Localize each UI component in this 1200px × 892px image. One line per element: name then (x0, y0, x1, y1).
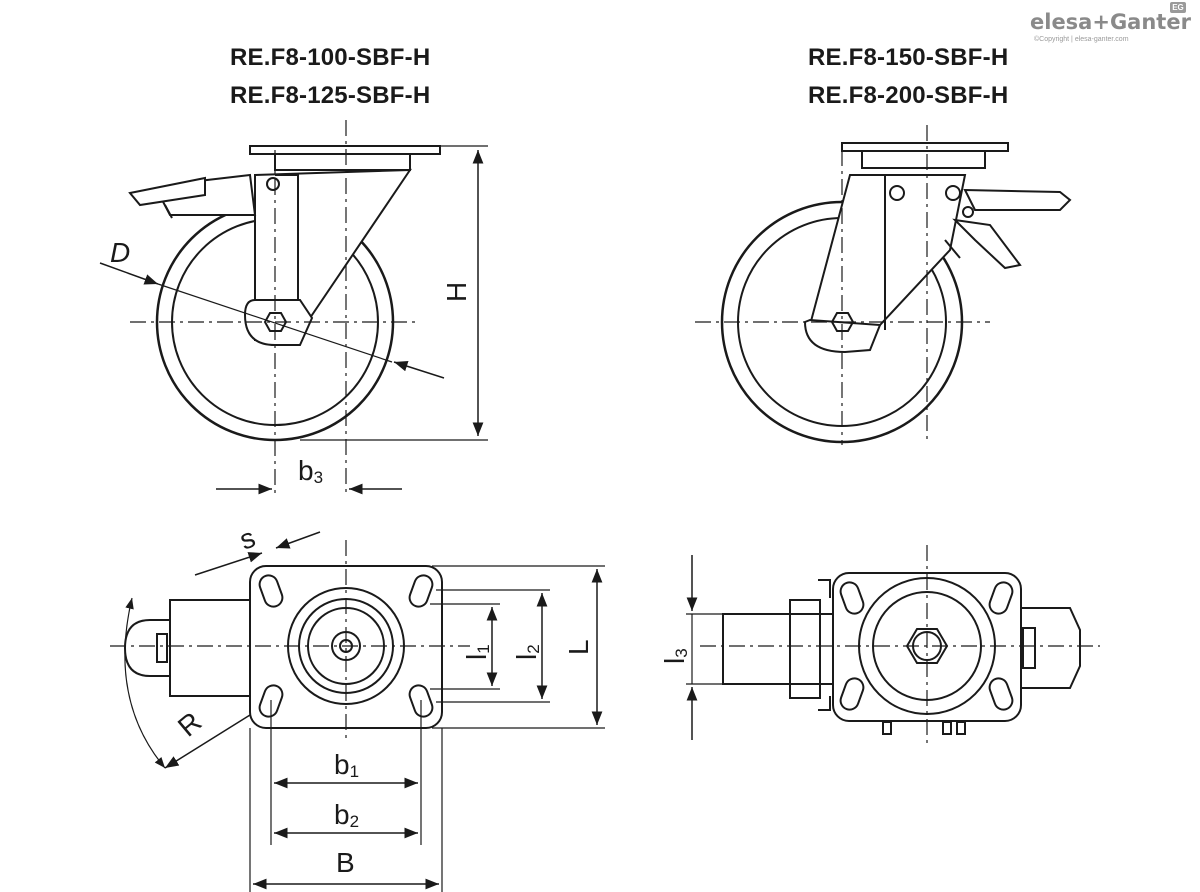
dim-label-s: s (235, 522, 259, 556)
dim-label-b3: b3 (298, 455, 323, 487)
brand-copyright: ©Copyright | elesa-ganter.com (1034, 36, 1129, 43)
dim-label-b1: b1 (334, 749, 359, 781)
dim-label-l3: l3 (659, 648, 691, 664)
dim-label-L: L (563, 639, 594, 655)
dim-label-B: B (336, 847, 355, 878)
side-view-left (99, 120, 488, 495)
title-right-line1: RE.F8-150-SBF-H (808, 44, 1009, 71)
side-view-right (695, 125, 1072, 445)
dim-label-l1: l1 (461, 644, 493, 660)
dim-label-D: D (110, 237, 130, 268)
top-view-left (110, 531, 605, 892)
dim-label-R: R (172, 706, 207, 743)
dim-label-b2: b2 (334, 799, 359, 831)
dim-label-H: H (441, 282, 472, 302)
brand-logo: elesa+Ganter (1030, 10, 1191, 34)
title-left-line2: RE.F8-125-SBF-H (230, 82, 431, 109)
title-right-line2: RE.F8-200-SBF-H (808, 82, 1009, 109)
title-left-line1: RE.F8-100-SBF-H (230, 44, 431, 71)
dim-label-l2: l2 (511, 644, 543, 660)
brand-badge: EG (1170, 2, 1186, 13)
top-view-right (686, 545, 1100, 745)
